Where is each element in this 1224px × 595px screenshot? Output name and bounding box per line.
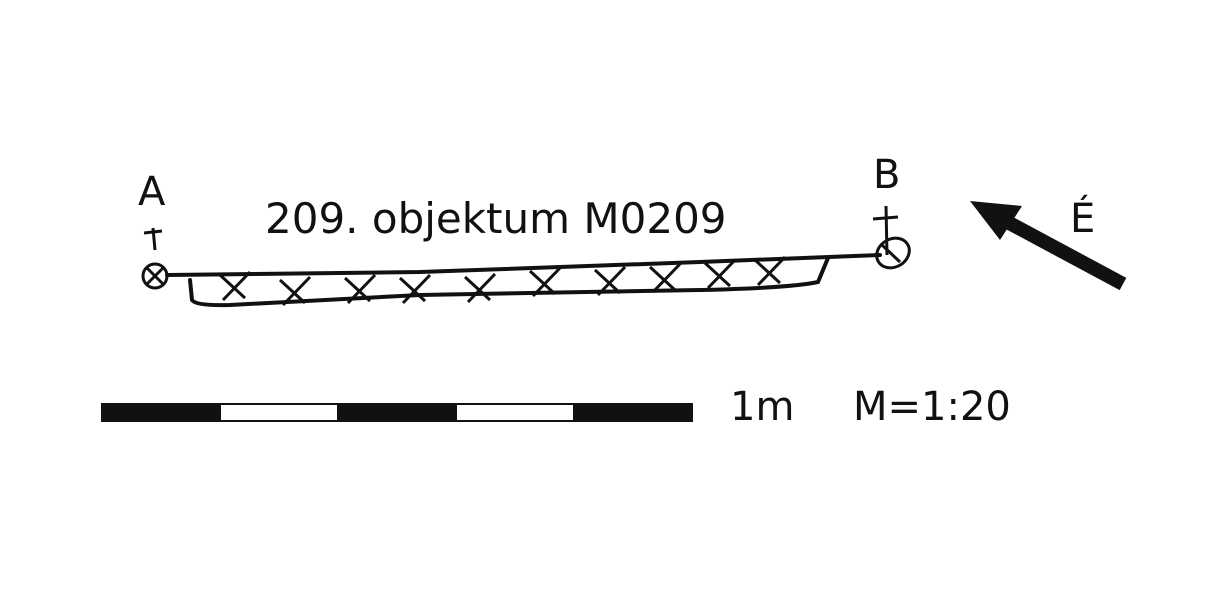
hatch-mark <box>528 266 562 298</box>
point-b-label: B <box>873 152 900 198</box>
section-profile <box>165 253 882 308</box>
hatch-mark <box>753 255 787 287</box>
scale-length-label: 1m <box>730 384 794 430</box>
hatch-mark <box>463 272 497 304</box>
hatch-mark <box>278 275 312 307</box>
hatch-mark <box>648 262 682 294</box>
scale-bar <box>101 403 693 422</box>
hatch-mark <box>398 273 432 305</box>
scale-segment <box>455 403 575 422</box>
scale-segment <box>101 403 221 422</box>
scale-segment <box>337 403 457 422</box>
point-a-label: A <box>138 169 166 215</box>
point-b-marker <box>872 205 911 270</box>
north-label: É <box>1070 194 1095 242</box>
hatch-mark <box>343 273 377 305</box>
object-title: 209. objektum M0209 <box>265 194 727 243</box>
section-hatching <box>218 255 787 307</box>
hatch-mark <box>218 270 252 302</box>
scale-segment <box>573 403 693 422</box>
point-a-marker <box>141 227 169 290</box>
north-arrow-icon <box>970 201 1127 291</box>
scale-segment <box>219 403 339 422</box>
hatch-mark <box>593 265 627 297</box>
scale-ratio-label: M=1:20 <box>853 384 1011 430</box>
hatch-mark <box>703 258 737 290</box>
